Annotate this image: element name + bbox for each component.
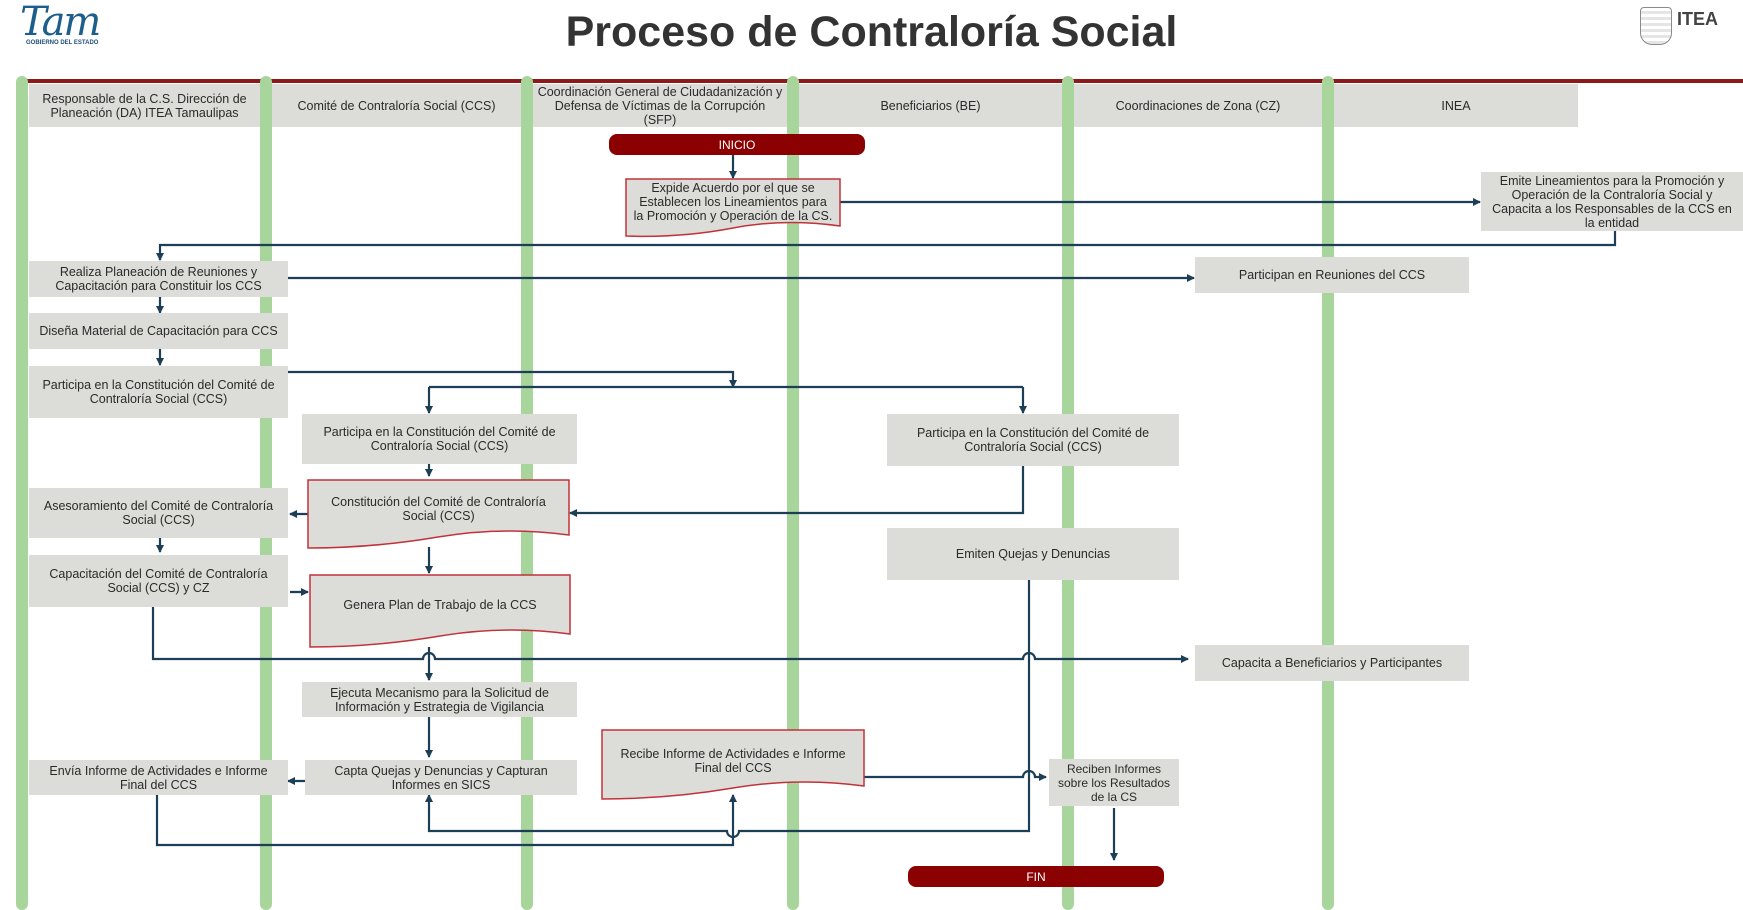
step-participan-reuniones: Participan en Reuniones del CCS	[1195, 257, 1469, 293]
lane-divider	[787, 76, 799, 910]
step-expide-acuerdo-label: Expide Acuerdo por el que se Establecen …	[633, 181, 833, 223]
document-shape	[625, 178, 841, 238]
lane-header-ccs: Comité de Contraloría Social (CCS)	[272, 84, 521, 127]
step-recibe-informe: Recibe Informe de Actividades e Informe …	[601, 729, 865, 801]
arrow-emite-realiza	[156, 231, 1617, 261]
lane-header-da: Responsable de la C.S. Dirección de Plan…	[29, 84, 260, 127]
step-capacitacion-comite: Capacitación del Comité de Contraloría S…	[29, 555, 288, 607]
start-terminal: INICIO	[609, 134, 865, 155]
step-recibe-informe-label: Recibe Informe de Actividades e Informe …	[620, 747, 846, 775]
step-asesoramiento: Asesoramiento del Comité de Contraloría …	[29, 488, 288, 538]
arrow-be-constitucion	[569, 466, 1025, 517]
step-expide-acuerdo: Expide Acuerdo por el que se Establecen …	[625, 178, 841, 238]
step-constitucion-comite-label: Constitución del Comité de Contraloría S…	[331, 495, 546, 523]
step-capacita-beneficiarios: Capacita a Beneficiarios y Participantes	[1195, 645, 1469, 681]
lane-header-be: Beneficiarios (BE)	[799, 84, 1062, 127]
header-bar	[20, 79, 1743, 83]
step-genera-plan: Genera Plan de Trabajo de la CCS	[309, 574, 571, 649]
lane-header-inea: INEA	[1334, 84, 1578, 127]
document-shape	[307, 479, 570, 549]
step-realiza-planeacion: Realiza Planeación de Reuniones y Capaci…	[29, 261, 288, 297]
page-title: Proceso de Contraloría Social	[565, 8, 1178, 56]
step-constitucion-comite: Constitución del Comité de Contraloría S…	[307, 479, 570, 550]
itea-logo-text: ITEA	[1677, 9, 1719, 29]
step-genera-plan-label: Genera Plan de Trabajo de la CCS	[343, 598, 537, 612]
document-shape	[601, 729, 865, 800]
logo-script-text: Tam	[20, 0, 101, 45]
arrow-recibe-reciben	[864, 769, 1047, 781]
arrow-capacitacion-capacita	[151, 607, 1189, 663]
lane-divider	[1062, 76, 1074, 910]
step-emite-lineamientos: Emite Lineamientos para la Promoción y O…	[1481, 172, 1743, 231]
lane-header-cz: Coordinaciones de Zona (CZ)	[1074, 84, 1322, 127]
step-participa-constitucion-da: Participa en la Constitución del Comité …	[29, 366, 288, 418]
step-capta-quejas: Capta Quejas y Denuncias y Capturan Info…	[305, 760, 577, 795]
document-shape	[309, 574, 571, 648]
lane-header-sfp: Coordinación General de Ciudadanización …	[533, 84, 787, 127]
step-participa-constitucion-ccs: Participa en la Constitución del Comité …	[302, 414, 577, 464]
gobierno-tamaulipas-logo: Tam GOBIERNO DEL ESTADO	[20, 0, 116, 46]
itea-logo: ITEA	[1640, 4, 1743, 45]
arrow-envia-recibe	[155, 794, 737, 847]
end-terminal: FIN	[908, 866, 1164, 887]
step-emiten-quejas: Emiten Quejas y Denuncias	[887, 528, 1179, 580]
step-envia-informe: Envía Informe de Actividades e Informe F…	[29, 760, 288, 795]
step-participa-constitucion-be: Participa en la Constitución del Comité …	[887, 414, 1179, 466]
lane-divider	[16, 76, 28, 910]
step-reciben-informes: Reciben Informes sobre los Resultados de…	[1049, 759, 1179, 806]
logo-subtext: GOBIERNO DEL ESTADO	[26, 40, 99, 46]
step-disena-material: Diseña Material de Capacitación para CCS	[29, 313, 288, 349]
arrow-da-split-right	[288, 370, 737, 388]
shield-icon	[1640, 7, 1672, 45]
step-ejecuta-mecanismo: Ejecuta Mecanismo para la Solicitud de I…	[302, 682, 577, 717]
